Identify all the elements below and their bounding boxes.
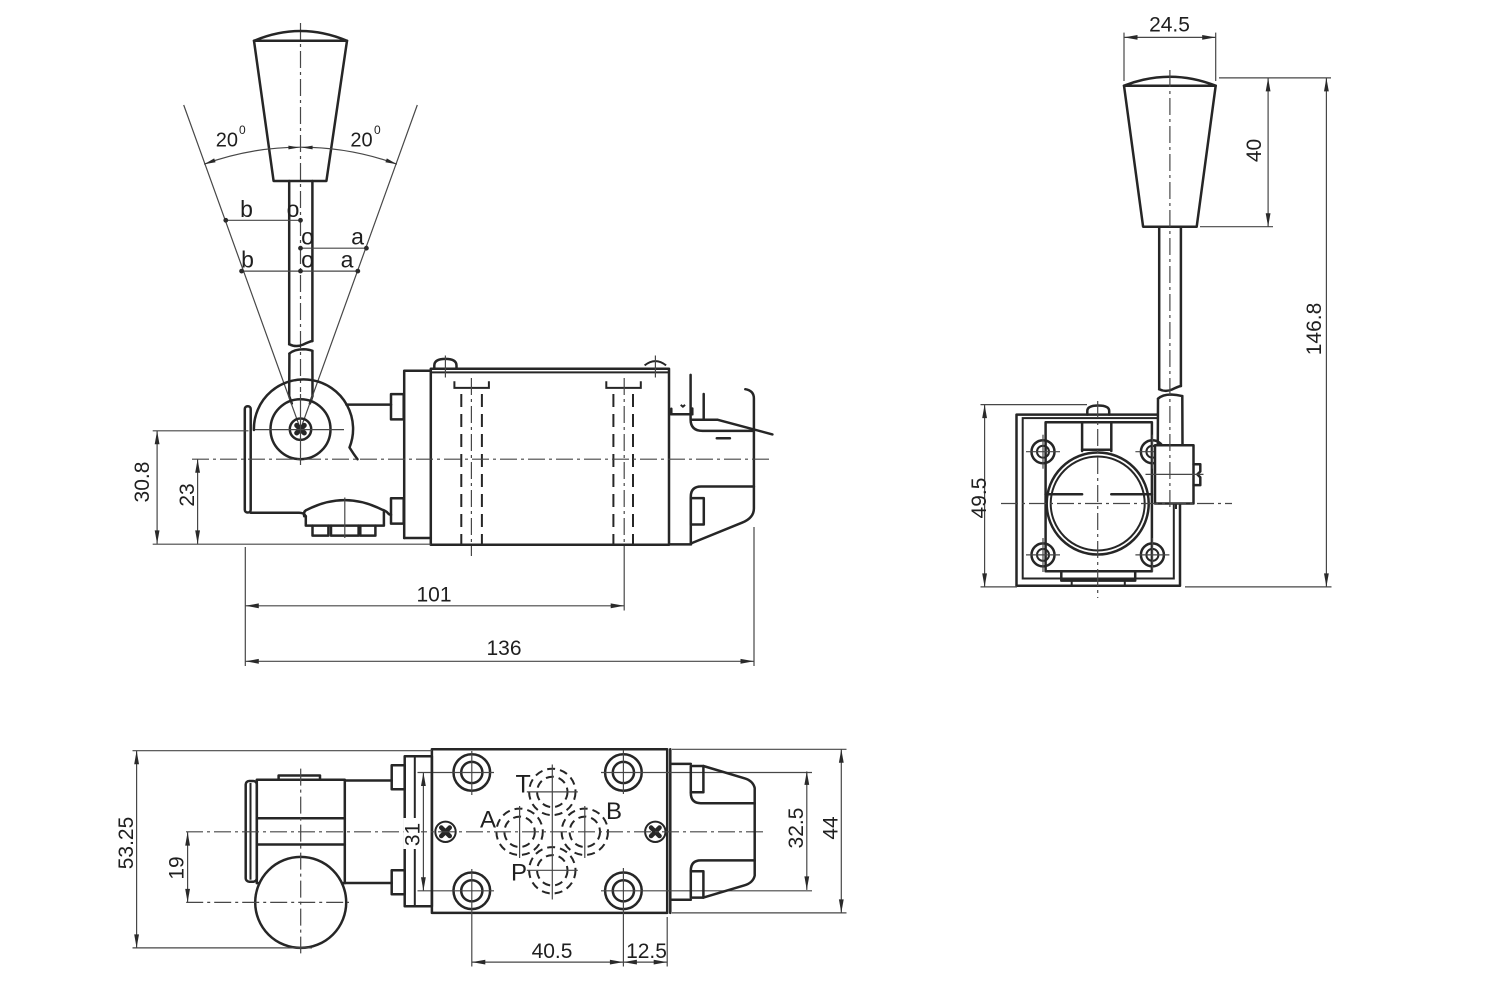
svg-text:a: a: [341, 247, 354, 273]
svg-text:40.5: 40.5: [532, 940, 573, 963]
svg-text:146.8: 146.8: [1303, 303, 1326, 356]
svg-text:53.25: 53.25: [115, 817, 138, 870]
svg-text:19: 19: [166, 856, 189, 879]
svg-text:b: b: [240, 196, 253, 222]
svg-text:136: 136: [486, 637, 521, 660]
svg-text:23: 23: [176, 483, 199, 506]
svg-text:T: T: [516, 771, 531, 799]
svg-text:32.5: 32.5: [785, 808, 808, 849]
svg-text:20: 20: [350, 129, 372, 151]
svg-text:o: o: [301, 247, 314, 273]
svg-text:B: B: [606, 798, 622, 825]
svg-text:44: 44: [820, 816, 843, 840]
svg-text:o: o: [301, 224, 314, 250]
svg-text:31: 31: [402, 823, 425, 846]
svg-text:20: 20: [216, 129, 238, 151]
svg-text:P: P: [511, 860, 527, 887]
svg-text:49.5: 49.5: [968, 478, 991, 519]
svg-text:101: 101: [416, 584, 451, 607]
svg-text:12.5: 12.5: [626, 940, 667, 963]
svg-text:A: A: [480, 807, 496, 834]
svg-text:0: 0: [374, 123, 381, 137]
svg-text:30.8: 30.8: [131, 462, 154, 503]
svg-text:o: o: [287, 196, 300, 222]
svg-text:0: 0: [239, 123, 246, 137]
svg-text:a: a: [351, 224, 364, 250]
svg-text:24.5: 24.5: [1149, 14, 1190, 37]
svg-text:b: b: [241, 247, 254, 273]
svg-text:40: 40: [1243, 139, 1266, 162]
